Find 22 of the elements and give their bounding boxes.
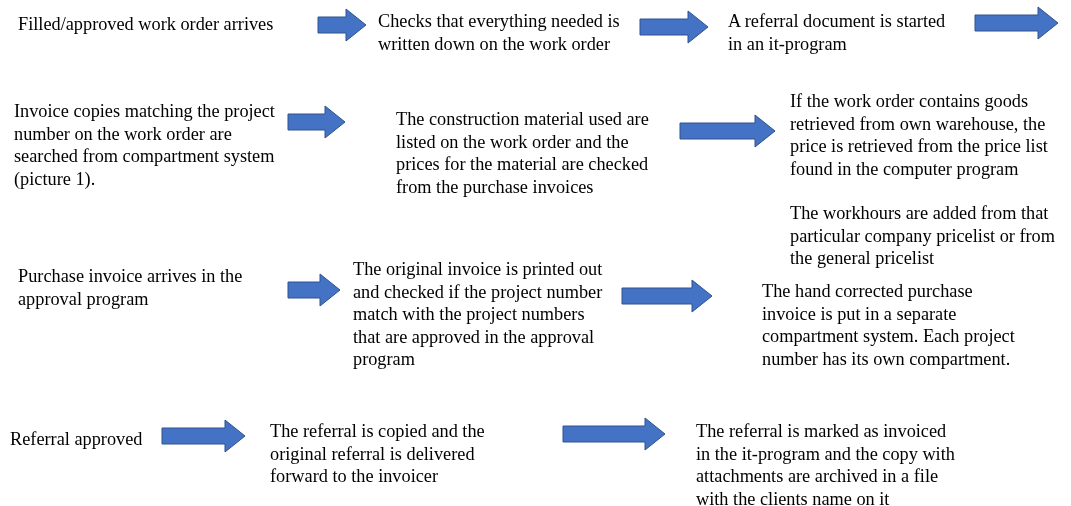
block-arrow bbox=[287, 273, 341, 307]
step-text: The hand corrected purchase invoice is put in a separate compartment system. Each project number has its own compartment. bbox=[762, 280, 1016, 370]
block-arrow bbox=[317, 8, 367, 42]
block-arrow bbox=[562, 417, 666, 451]
step-text: Filled/approved work order arrives bbox=[18, 13, 275, 36]
block-arrow bbox=[974, 6, 1059, 40]
step-text: The construction material used are listed on the work order and the prices for the material are checked from the purchase invoices bbox=[396, 108, 650, 198]
block-arrow bbox=[287, 105, 346, 139]
block-arrow bbox=[639, 10, 709, 44]
block-arrow bbox=[161, 419, 246, 453]
step-text: Checks that everything needed is written down on the work order bbox=[378, 10, 621, 55]
step-text: A referral document is started in an it-program bbox=[728, 10, 947, 55]
step-text: Invoice copies matching the project number on the work order are searched from compartment system (picture 1). bbox=[14, 100, 276, 190]
step-text: The referral is copied and the original referral is delivered forward to the invoicer bbox=[270, 420, 486, 488]
block-arrow bbox=[679, 114, 776, 148]
step-text: The workhours are added from that particular company pricelist or from the general pricelist bbox=[790, 202, 1056, 270]
step-text: Purchase invoice arrives in the approval program bbox=[18, 265, 244, 310]
step-text: Referral approved bbox=[10, 428, 144, 451]
step-text: If the work order contains goods retrieved from own warehouse, the price is retrieved from the price list found in the computer program bbox=[790, 90, 1049, 180]
step-text: The original invoice is printed out and checked if the project number match with the project numbers that are approved in the approval program bbox=[353, 258, 604, 371]
step-text: The referral is marked as invoiced in the it-program and the copy with attachments are archived in a file with the clients name on it bbox=[696, 420, 956, 506]
block-arrow bbox=[621, 279, 713, 313]
